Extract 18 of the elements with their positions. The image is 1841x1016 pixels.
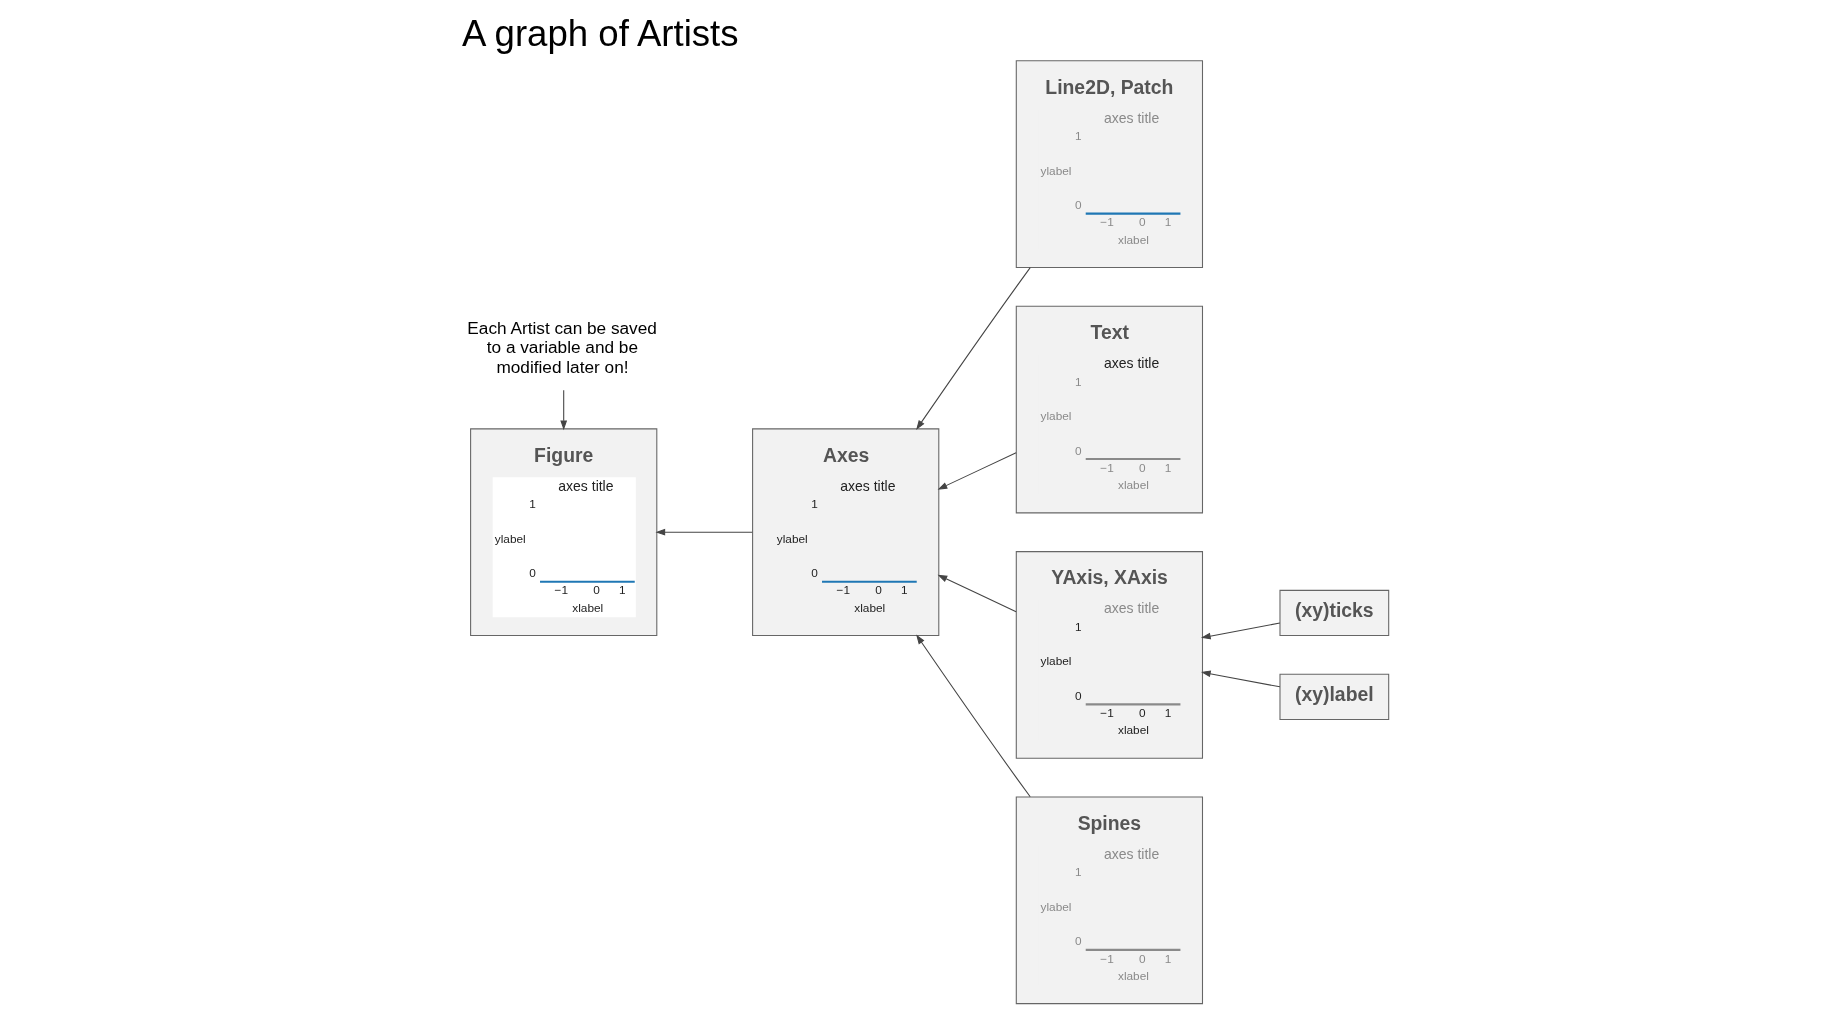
arrow bbox=[655, 528, 753, 536]
node-box: YAxis, XAxis axes title ylabel 1 0 −1 0 1 xlabel bbox=[1015, 551, 1204, 759]
diagram-title: A graph of Artists bbox=[462, 12, 739, 54]
arrow bbox=[937, 452, 1017, 490]
node-text: Each Artist can be saved to a variable and be modified later on! bbox=[467, 317, 657, 377]
node-box: Figure axes title ylabel 1 0 −1 0 1 xlabel bbox=[470, 428, 658, 637]
node-box: Text axes title ylabel 1 0 −1 0 1 xlabel bbox=[1015, 305, 1204, 514]
node-box: Line2D, Patch axes title ylabel 1 0 −1 0 1 xlabel bbox=[1015, 60, 1204, 268]
node-box: (xy)label bbox=[1279, 673, 1390, 721]
arrow bbox=[916, 267, 1031, 430]
arrow bbox=[1200, 622, 1281, 640]
arrow bbox=[560, 389, 568, 431]
node-box: Axes axes title ylabel 1 0 −1 0 1 xlabel bbox=[752, 428, 940, 637]
arrow bbox=[1200, 670, 1281, 688]
arrow bbox=[916, 634, 1031, 798]
node-box: (xy)ticks bbox=[1279, 589, 1390, 637]
arrow bbox=[937, 574, 1017, 613]
node-box: Spines axes title ylabel 1 0 −1 0 1 xlabel bbox=[1015, 796, 1204, 1005]
